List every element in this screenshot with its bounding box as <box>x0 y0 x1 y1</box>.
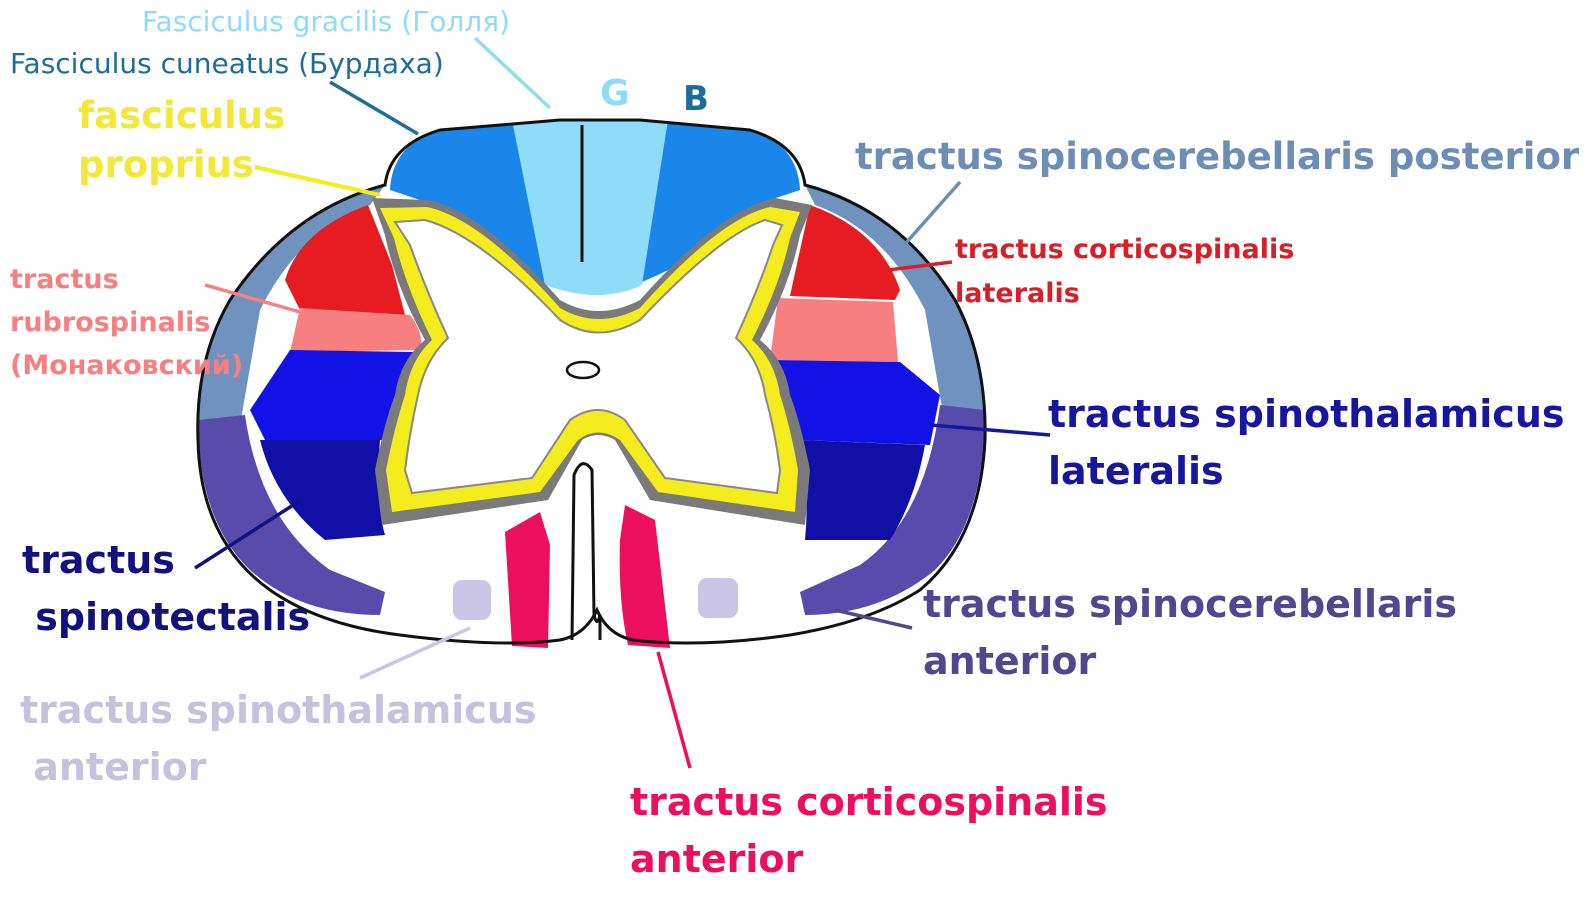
spinocerebellar-posterior-band-right <box>805 185 986 430</box>
spinocerebellar-posterior-band-left <box>197 185 385 430</box>
fasciculus-cuneatus-right <box>635 120 800 285</box>
label-letter-g: G <box>600 73 630 114</box>
leader-proprius <box>254 165 381 197</box>
spinothalamic-anterior-left <box>453 580 491 620</box>
label-fasciculus-gracilis: Fasciculus gracilis (Голля) <box>142 5 510 38</box>
leader-spinocerebellar-posterior <box>903 180 962 246</box>
leader-rubrospinal <box>204 283 301 314</box>
leader-spinotectal <box>194 500 299 570</box>
leader-corticospinal-lateral <box>887 260 953 272</box>
spinothalamic-anterior-right <box>698 578 738 618</box>
fasciculus-gracilis <box>512 120 668 295</box>
label-corticospinalis-anterior: tractus corticospinalis anterior <box>630 780 1108 881</box>
label-fasciculus-proprius: fasciculus proprius <box>78 94 286 186</box>
corticospinal-anterior-left <box>505 512 550 648</box>
spinocerebellar-anterior-left <box>198 415 385 615</box>
central-canal <box>565 360 601 380</box>
label-rubrospinalis: tractus rubrospinalis (Монаковский) <box>10 264 244 382</box>
cord-outline <box>196 118 987 645</box>
corticospinal-lateral-right <box>790 205 900 300</box>
label-fasciculus-cuneatus: Fasciculus cuneatus (Бурдаха) <box>10 47 444 80</box>
fasciculus-cuneatus-left <box>390 120 545 285</box>
label-corticospinalis-lateralis: tractus corticospinalis lateralis <box>955 234 1295 309</box>
label-spinothalamicus-anterior: tractus spinothalamicus anterior <box>20 688 537 789</box>
label-spinocerebellaris-posterior: tractus spinocerebellaris posterior <box>855 135 1580 178</box>
ventral-median-fissure <box>570 462 602 641</box>
rubrospinal-right <box>770 298 898 362</box>
leader-spinothalamic-lateral <box>929 423 1051 437</box>
label-spinothalamicus-lateralis: tractus spinothalamicus lateralis <box>1048 392 1565 493</box>
leader-corticospinal-anterior <box>656 651 692 769</box>
label-spinotectalis: tractus spinotectalis <box>22 538 311 639</box>
label-letter-b: B <box>683 79 709 119</box>
grey-matter-core <box>393 218 784 495</box>
spinothalamic-lateral-right <box>772 360 940 445</box>
corticospinal-anterior-right <box>619 505 670 648</box>
spinocerebellar-anterior-right <box>800 405 985 615</box>
leader-spinothalamic-anterior <box>359 626 471 680</box>
label-spinocerebellaris-anterior: tractus spinocerebellaris anterior <box>923 582 1458 683</box>
leader-gracilis <box>473 36 552 110</box>
spinotectal-right <box>800 440 925 540</box>
corticospinal-lateral-left <box>285 205 405 315</box>
leader-spinocerebellar-anterior <box>834 608 913 630</box>
spinotectal-left <box>260 440 385 540</box>
spinothalamic-lateral-left <box>250 350 415 440</box>
rubrospinal-left <box>290 308 422 352</box>
leader-cuneatus <box>329 80 419 136</box>
